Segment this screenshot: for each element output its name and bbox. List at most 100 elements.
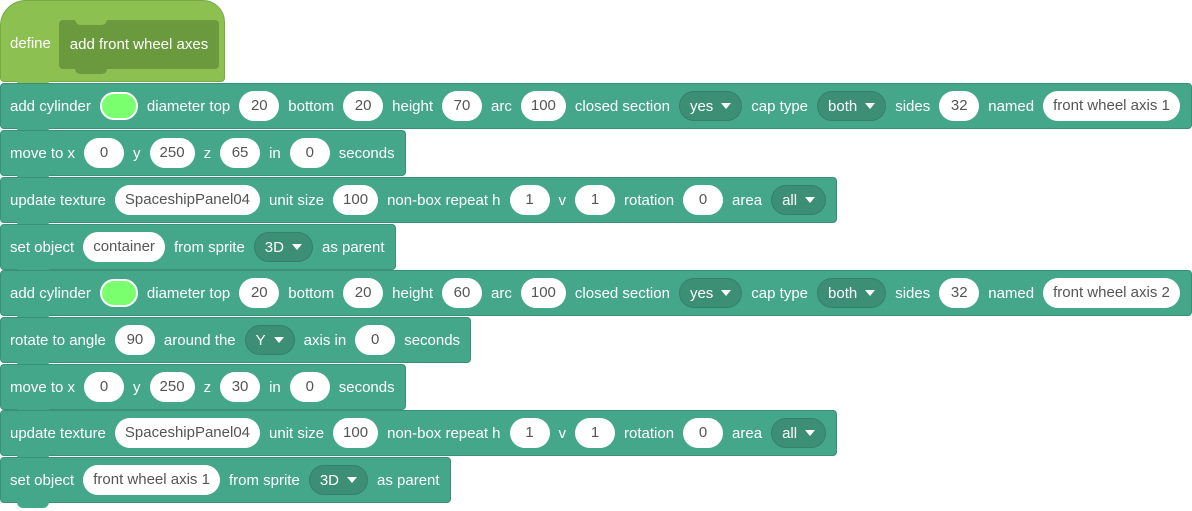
height-input[interactable]: 60 bbox=[442, 278, 483, 308]
block-label: unit size bbox=[269, 424, 325, 442]
name-input[interactable]: front wheel axis 1 bbox=[1043, 91, 1180, 121]
dropdown-value: yes bbox=[689, 284, 714, 302]
diameter-top-input[interactable]: 20 bbox=[239, 278, 280, 308]
repeat-h-input[interactable]: 1 bbox=[509, 418, 550, 448]
block-label: from sprite bbox=[173, 238, 245, 256]
caret-down-icon bbox=[291, 244, 302, 250]
block-label: closed section bbox=[574, 97, 670, 115]
dropdown-value: all bbox=[782, 191, 798, 209]
set-object-parent-block[interactable]: set object front wheel axis 1 from sprit… bbox=[0, 457, 451, 508]
caret-down-icon bbox=[805, 197, 816, 203]
sides-input[interactable]: 32 bbox=[939, 91, 980, 121]
rotate-to-angle-block[interactable]: rotate to angle 90 around the Y axis in … bbox=[0, 317, 472, 368]
block-label: rotation bbox=[624, 424, 675, 442]
sprite-dropdown[interactable]: 3D bbox=[308, 465, 368, 495]
update-texture-block[interactable]: update texture SpaceshipPanel04 unit siz… bbox=[0, 177, 838, 228]
x-input[interactable]: 0 bbox=[84, 372, 125, 402]
block-label: from sprite bbox=[228, 471, 300, 489]
diameter-top-input[interactable]: 20 bbox=[239, 91, 280, 121]
object-name-input[interactable]: container bbox=[83, 232, 165, 262]
block-label: sides bbox=[895, 97, 931, 115]
dropdown-value: both bbox=[828, 284, 858, 302]
custom-block-prototype[interactable]: add front wheel axes bbox=[59, 19, 219, 74]
block-label: seconds bbox=[404, 331, 461, 349]
block-label: in bbox=[269, 378, 281, 396]
update-texture-block[interactable]: update texture SpaceshipPanel04 unit siz… bbox=[0, 410, 838, 461]
area-dropdown[interactable]: all bbox=[771, 185, 827, 215]
block-label: add cylinder bbox=[10, 284, 91, 302]
block-label: non-box repeat h bbox=[387, 424, 501, 442]
x-input[interactable]: 0 bbox=[84, 138, 125, 168]
cap-type-dropdown[interactable]: both bbox=[817, 91, 887, 121]
repeat-h-input[interactable]: 1 bbox=[509, 185, 550, 215]
move-to-block[interactable]: move to x 0 y 250 z 30 in 0 seconds bbox=[0, 364, 406, 415]
set-object-parent-block[interactable]: set object container from sprite 3D as p… bbox=[0, 224, 396, 275]
block-label: arc bbox=[491, 284, 512, 302]
cap-type-dropdown[interactable]: both bbox=[817, 278, 887, 308]
block-label: named bbox=[988, 97, 1035, 115]
move-to-block[interactable]: move to x 0 y 250 z 65 in 0 seconds bbox=[0, 130, 406, 181]
seconds-input[interactable]: 0 bbox=[289, 138, 330, 168]
block-label: v bbox=[558, 424, 567, 442]
block-label: height bbox=[392, 97, 434, 115]
unit-size-input[interactable]: 100 bbox=[333, 185, 379, 215]
closed-section-dropdown[interactable]: yes bbox=[678, 91, 743, 121]
caret-down-icon bbox=[805, 430, 816, 436]
caret-down-icon bbox=[865, 103, 876, 109]
repeat-v-input[interactable]: 1 bbox=[575, 418, 615, 448]
block-label: rotation bbox=[624, 191, 675, 209]
caret-down-icon bbox=[865, 290, 876, 296]
block-label: z bbox=[203, 378, 212, 396]
texture-input[interactable]: SpaceshipPanel04 bbox=[114, 418, 261, 448]
color-picker[interactable] bbox=[99, 92, 138, 120]
add-cylinder-block[interactable]: add cylinder diameter top 20 bottom 20 h… bbox=[0, 83, 1192, 134]
caret-down-icon bbox=[347, 477, 357, 483]
block-label: unit size bbox=[269, 191, 325, 209]
angle-input[interactable]: 90 bbox=[114, 325, 155, 355]
bottom-input[interactable]: 20 bbox=[343, 91, 384, 121]
texture-input[interactable]: SpaceshipPanel04 bbox=[114, 185, 261, 215]
y-input[interactable]: 250 bbox=[149, 372, 195, 402]
block-label: axis in bbox=[303, 331, 347, 349]
height-input[interactable]: 70 bbox=[442, 91, 483, 121]
rotation-input[interactable]: 0 bbox=[683, 418, 724, 448]
block-label: y bbox=[133, 144, 141, 162]
block-label: add cylinder bbox=[10, 97, 91, 115]
dropdown-value: all bbox=[782, 424, 798, 442]
axis-dropdown[interactable]: Y bbox=[244, 325, 295, 355]
block-label: sides bbox=[895, 284, 931, 302]
z-input[interactable]: 65 bbox=[220, 138, 261, 168]
caret-down-icon bbox=[273, 337, 284, 343]
define-hat-block[interactable]: define add front wheel axes bbox=[0, 0, 225, 87]
arc-input[interactable]: 100 bbox=[520, 278, 566, 308]
repeat-v-input[interactable]: 1 bbox=[575, 185, 615, 215]
add-cylinder-block[interactable]: add cylinder diameter top 20 bottom 20 h… bbox=[0, 270, 1192, 321]
block-label: diameter top bbox=[146, 284, 231, 302]
block-label: seconds bbox=[338, 378, 395, 396]
z-input[interactable]: 30 bbox=[220, 372, 261, 402]
unit-size-input[interactable]: 100 bbox=[333, 418, 379, 448]
block-label: update texture bbox=[10, 191, 106, 209]
object-name-input[interactable]: front wheel axis 1 bbox=[83, 465, 220, 495]
seconds-input[interactable]: 0 bbox=[355, 325, 396, 355]
dropdown-value: Y bbox=[255, 331, 266, 349]
y-input[interactable]: 250 bbox=[149, 138, 195, 168]
color-picker[interactable] bbox=[99, 279, 138, 307]
closed-section-dropdown[interactable]: yes bbox=[678, 278, 743, 308]
block-label: cap type bbox=[751, 284, 809, 302]
sprite-dropdown[interactable]: 3D bbox=[253, 232, 313, 262]
define-label: define bbox=[10, 35, 51, 52]
block-label: rotate to angle bbox=[10, 331, 106, 349]
rotation-input[interactable]: 0 bbox=[683, 185, 724, 215]
name-input[interactable]: front wheel axis 2 bbox=[1043, 278, 1180, 308]
seconds-input[interactable]: 0 bbox=[289, 372, 330, 402]
block-label: area bbox=[732, 424, 763, 442]
dropdown-value: 3D bbox=[319, 471, 339, 489]
caret-down-icon bbox=[721, 103, 732, 109]
block-label: cap type bbox=[751, 97, 809, 115]
bottom-input[interactable]: 20 bbox=[343, 278, 384, 308]
area-dropdown[interactable]: all bbox=[771, 418, 827, 448]
block-label: seconds bbox=[338, 144, 395, 162]
sides-input[interactable]: 32 bbox=[939, 278, 980, 308]
arc-input[interactable]: 100 bbox=[520, 91, 566, 121]
